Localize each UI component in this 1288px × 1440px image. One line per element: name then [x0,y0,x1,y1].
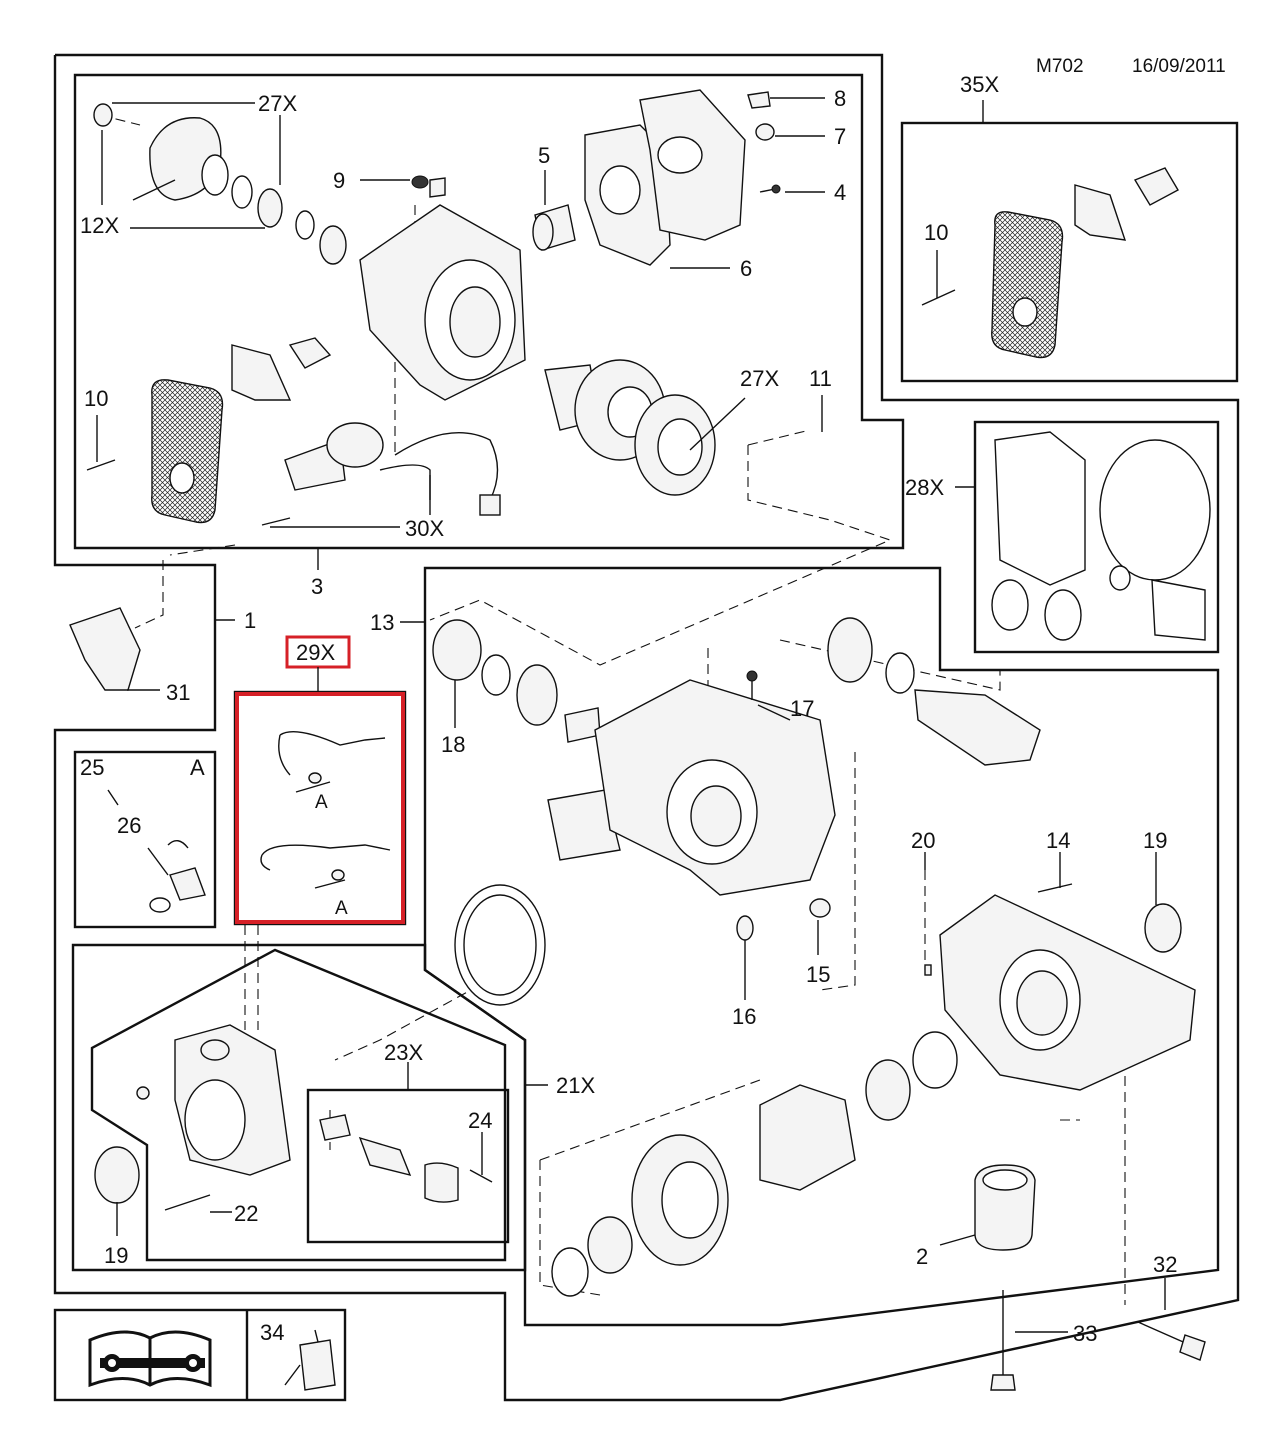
pinion-bearing-upper [544,359,716,496]
callout-19-left: 19 [104,1243,128,1268]
callout-31: 31 [166,680,190,705]
valve-part-26 [149,840,206,913]
callout-14: 14 [1046,828,1070,853]
highlight-label: 29X [296,640,335,665]
callout-15: 15 [806,962,830,987]
callout-18: 18 [441,732,465,757]
gasket-middle [454,884,546,1006]
callout-4: 4 [834,180,846,205]
cover-plate-6 [584,89,746,266]
gasket-set-28x [991,431,1211,641]
frame-outer-upper [53,53,1240,1402]
pipe-parts-29x [260,730,391,889]
callout-26: 26 [117,813,141,838]
callout-25: 25 [80,755,104,780]
frame-group-1 [53,55,217,1290]
callout-34: 34 [260,1320,284,1345]
callout-22: 22 [234,1201,258,1226]
callout-33: 33 [1073,1321,1097,1346]
callout-21x: 21X [556,1073,595,1098]
frame-group-35x [900,121,1239,383]
callout-24: 24 [468,1108,492,1133]
flange-part-12x [93,103,347,265]
frame-group-25 [73,750,217,929]
frame-group-28x [973,420,1220,654]
callout-16: 16 [732,1004,756,1029]
plug-parts [747,91,781,194]
leader-lines [96,97,1166,1333]
callout-27x-mid: 27X [740,366,779,391]
callout-3: 3 [311,574,323,599]
callout-17: 17 [790,696,814,721]
oil-can-icon [284,1329,336,1391]
diagram-date: 16/09/2011 [1132,56,1226,77]
mount-bushing-2 [974,1164,1206,1391]
callout-12x: 12X [80,213,119,238]
callout-19-right: 19 [1143,828,1167,853]
bracket-part-31 [69,607,141,691]
frame-tools [53,1308,347,1402]
callout-32: 32 [1153,1252,1177,1277]
filter-assembly-35x [921,167,1179,359]
callout-27x-top: 27X [258,91,297,116]
transfer-housing-part [359,175,526,401]
model-code: M702 [1036,56,1084,77]
callout-35x: 35X [960,72,999,97]
callout-8: 8 [834,86,846,111]
callout-20: 20 [911,828,935,853]
lower-housing-21x [94,1024,291,1211]
callout-2: 2 [916,1244,928,1269]
callout-5: 5 [538,143,550,168]
callout-9: 9 [333,168,345,193]
rear-housing-13 [432,619,836,941]
callout-1: 1 [244,608,256,633]
filter-part-5 [532,204,576,251]
callout-30x: 30X [405,516,444,541]
solenoid-23x [319,1114,493,1203]
callout-29x-a2: A [335,898,348,919]
callout-7: 7 [834,124,846,149]
workshop-manual-icon [88,1330,212,1388]
frame-assembly-3 [73,73,905,550]
highlight-frame-29x [235,692,405,924]
callout-13: 13 [370,610,394,635]
frame-group-21x-inner [90,948,507,1262]
highlight-label-box [285,635,351,669]
filter-assembly-left [86,337,332,524]
pinion-gear-upper-right [827,617,1041,766]
differential-gear-set [551,1031,958,1297]
callout-29x-a1: A [315,792,328,813]
actuator-sensor-30x [261,422,501,526]
callout-25-a: A [190,755,205,780]
callout-11: 11 [809,366,832,391]
differential-housing [924,883,1196,1091]
callout-6: 6 [740,256,752,281]
frame-group-21x [71,943,527,1272]
callout-28x: 28X [905,475,944,500]
callout-10-right: 10 [924,220,948,245]
callout-10-left: 10 [84,386,108,411]
callout-23x: 23X [384,1040,423,1065]
